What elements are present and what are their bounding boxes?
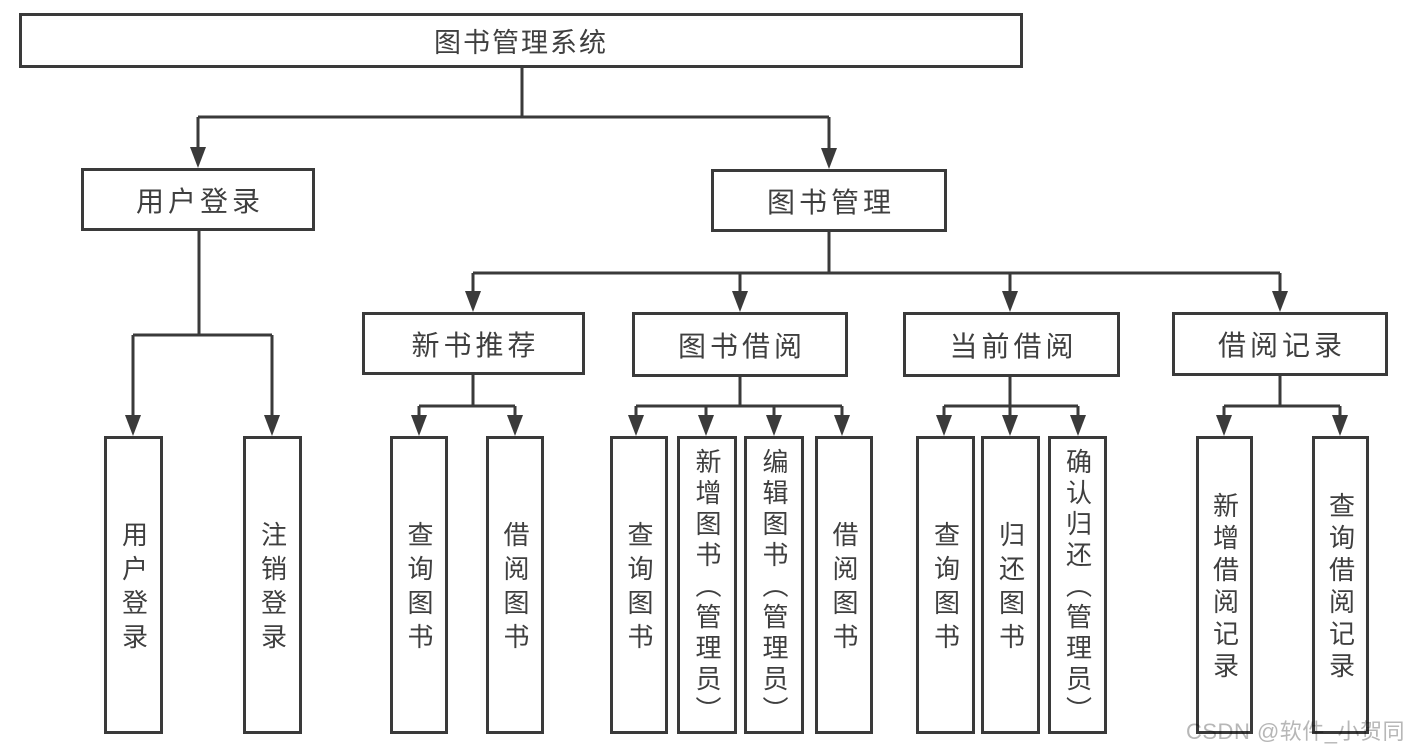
leaf-label: 新增图书（管理员） [692, 447, 722, 727]
arrow-down-icon [1002, 291, 1018, 312]
leaf-add-book-admin: 新增图书（管理员） [677, 436, 737, 734]
leaf-label: 查询图书 [404, 521, 434, 657]
arrow-down-icon [821, 148, 837, 169]
node-label: 图书管理系统 [434, 28, 608, 58]
node-new-book-recommend: 新书推荐 [362, 312, 585, 375]
leaf-label: 新增借阅记录 [1209, 492, 1240, 684]
arrow-down-icon [125, 415, 141, 436]
leaf-query-books-recommend: 查询图书 [390, 436, 448, 734]
leaf-logout: 注销登录 [243, 436, 302, 734]
node-current-borrow: 当前借阅 [903, 312, 1120, 377]
leaf-label: 借阅图书 [500, 521, 530, 657]
leaf-user-login: 用户登录 [104, 436, 163, 734]
leaf-borrow-books-recommend: 借阅图书 [486, 436, 544, 734]
leaf-label: 归还图书 [995, 521, 1026, 657]
leaf-borrow-books-borrow: 借阅图书 [815, 436, 873, 734]
leaf-label: 编辑图书（管理员） [759, 447, 789, 727]
leaf-label: 确认归还（管理员） [1062, 447, 1093, 727]
arrow-down-icon [507, 415, 523, 436]
node-label: 用户登录 [135, 185, 264, 217]
node-borrow-records: 借阅记录 [1172, 312, 1388, 376]
arrow-down-icon [465, 291, 481, 312]
node-label: 借阅记录 [1217, 330, 1346, 361]
node-book-management: 图书管理 [711, 169, 947, 232]
arrow-down-icon [190, 147, 206, 168]
node-label: 新书推荐 [411, 329, 540, 361]
arrow-down-icon [1332, 415, 1348, 436]
arrow-down-icon [834, 415, 850, 436]
arrow-down-icon [1070, 415, 1086, 436]
arrow-down-icon [766, 415, 782, 436]
node-label: 当前借阅 [949, 330, 1078, 362]
arrow-down-icon [698, 415, 714, 436]
node-book-borrow: 图书借阅 [632, 312, 848, 377]
leaf-label: 查询图书 [930, 521, 961, 657]
leaf-query-books-current: 查询图书 [916, 436, 975, 734]
node-label: 图书管理 [766, 186, 895, 218]
arrow-down-icon [411, 415, 427, 436]
leaf-query-books-borrow: 查询图书 [610, 436, 668, 734]
leaf-label: 借阅图书 [829, 521, 859, 657]
leaf-return-book: 归还图书 [981, 436, 1040, 734]
leaf-label: 查询图书 [624, 521, 654, 657]
node-label: 图书借阅 [677, 330, 806, 362]
leaf-edit-book-admin: 编辑图书（管理员） [744, 436, 804, 734]
leaf-label: 查询借阅记录 [1325, 492, 1356, 684]
leaf-label: 注销登录 [257, 521, 288, 657]
arrow-down-icon [1216, 415, 1232, 436]
arrow-down-icon [628, 415, 644, 436]
arrow-down-icon [1272, 291, 1288, 312]
leaf-add-borrow-record: 新增借阅记录 [1196, 436, 1253, 734]
leaf-query-borrow-record: 查询借阅记录 [1312, 436, 1369, 734]
arrow-down-icon [264, 415, 280, 436]
leaf-confirm-return-admin: 确认归还（管理员） [1048, 436, 1107, 734]
arrow-down-icon [936, 415, 952, 436]
watermark: CSDN @软件_小贺同学 [1186, 719, 1405, 744]
arrow-down-icon [732, 291, 748, 312]
node-user-login: 用户登录 [81, 168, 315, 231]
node-library-management-system: 图书管理系统 [19, 13, 1023, 68]
leaf-label: 用户登录 [118, 521, 149, 657]
arrow-down-icon [1002, 415, 1018, 436]
